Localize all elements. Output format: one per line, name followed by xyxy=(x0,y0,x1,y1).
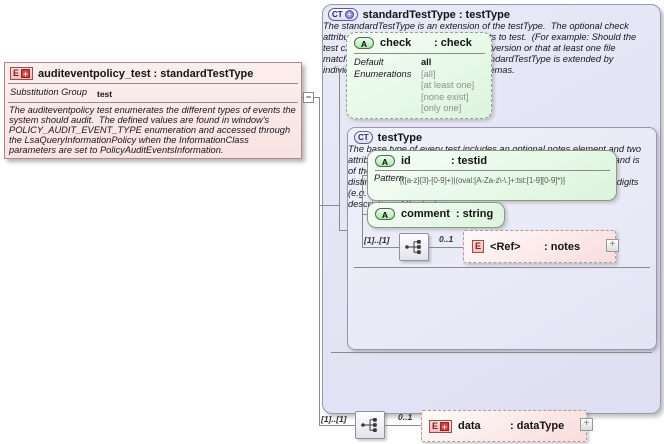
attribute-box-id[interactable]: A id : testid Pattern [([a-z]{3}-[0-9]+)… xyxy=(367,150,617,201)
type-box-testType[interactable]: CT testType A id : testid Pattern [([a-z… xyxy=(347,127,657,350)
attribute-type: : check xyxy=(434,37,472,49)
connector-line xyxy=(339,69,340,231)
enumeration-value: [all] xyxy=(421,68,436,79)
complex-type-icon: CT xyxy=(354,131,373,144)
sequence-glyph xyxy=(405,240,421,254)
element-expand-icon[interactable]: E+ xyxy=(10,67,34,80)
enumeration-value: [at least one] xyxy=(421,80,475,90)
divider xyxy=(331,352,652,353)
cardinality-label: 0..1 xyxy=(398,412,413,422)
attribute-name: id xyxy=(401,155,411,167)
connector-line xyxy=(362,175,363,248)
divider xyxy=(354,267,650,268)
divider xyxy=(375,170,610,171)
plus-badge-icon: + xyxy=(21,69,31,79)
complex-type-expand-icon[interactable]: CT+ xyxy=(328,8,358,21)
default-value: all xyxy=(421,57,432,67)
connector-line xyxy=(429,247,463,248)
default-label: Default xyxy=(354,57,384,67)
divider xyxy=(8,102,298,103)
element-icon: E xyxy=(472,240,485,253)
standard-test-type-title: standardTestType : testType xyxy=(362,8,510,21)
attribute-box-check[interactable]: A check : check Default all Enumerations… xyxy=(346,32,492,119)
type-box-standardTestType[interactable]: CT+ standardTestType : testType A check … xyxy=(322,4,661,414)
attribute-box-comment[interactable]: A comment : string xyxy=(367,202,505,228)
plus-badge-icon: + xyxy=(344,10,354,19)
sequence-compositor-icon[interactable] xyxy=(355,411,385,439)
connector-line xyxy=(362,214,367,215)
connector-line xyxy=(339,69,347,70)
connector-line xyxy=(319,97,320,426)
enumerations-label: Enumerations xyxy=(354,68,412,79)
element-type: : dataType xyxy=(510,420,565,432)
element-box-data[interactable]: E+ data : dataType xyxy=(421,410,587,442)
pattern-label: Pattern xyxy=(374,173,404,183)
element-box-auditeventpolicy-test[interactable]: E+ auditeventpolicy_test : standardTestT… xyxy=(4,62,302,159)
attribute-icon: A xyxy=(375,208,395,220)
attribute-icon: A xyxy=(354,37,374,49)
collapse-toggle[interactable]: − xyxy=(303,92,314,103)
attribute-type: : string xyxy=(455,208,494,220)
connector-line xyxy=(339,230,348,231)
expand-button[interactable]: + xyxy=(606,239,619,252)
enumeration-value: [only one] xyxy=(421,103,462,113)
substitution-group-value: test xyxy=(97,89,113,99)
test-type-title: testType xyxy=(377,131,423,144)
divider xyxy=(354,53,485,54)
cardinality-label: [1]..[1] xyxy=(364,235,390,245)
element-expand-icon: E+ xyxy=(429,419,453,433)
element-name: <Ref> xyxy=(490,240,521,253)
element-box-ref[interactable]: E <Ref> : notes xyxy=(463,230,616,263)
enumeration-value: [none exist] xyxy=(421,91,469,102)
attribute-icon: A xyxy=(375,155,395,167)
attribute-type: : testid xyxy=(451,155,488,167)
connector-line xyxy=(319,205,339,206)
element-annotation: The auditeventpolicy test enumerates the… xyxy=(9,105,299,155)
divider xyxy=(8,83,298,84)
sequence-glyph xyxy=(361,418,377,432)
attribute-name: check xyxy=(380,37,412,49)
cardinality-label: [1]..[1] xyxy=(321,414,347,424)
substitution-group-label: Substitution Group xyxy=(10,87,88,97)
connector-line xyxy=(362,247,399,248)
attribute-name: comment xyxy=(401,208,450,220)
connector-line xyxy=(385,425,421,426)
connector-line xyxy=(362,175,367,176)
sequence-compositor-icon[interactable] xyxy=(399,233,429,261)
element-name: data xyxy=(458,420,481,432)
element-title: auditeventpolicy_test : standardTestType xyxy=(38,67,254,80)
plus-badge-icon: + xyxy=(440,421,450,432)
pattern-value: [([a-z]{3}-[0-9]+)|(oval:[A-Za-z\-\.]+:t… xyxy=(400,176,565,185)
cardinality-label: 0..1 xyxy=(439,234,454,244)
element-type: : notes xyxy=(544,240,581,253)
connector-line xyxy=(319,425,356,426)
expand-button[interactable]: + xyxy=(580,418,593,431)
